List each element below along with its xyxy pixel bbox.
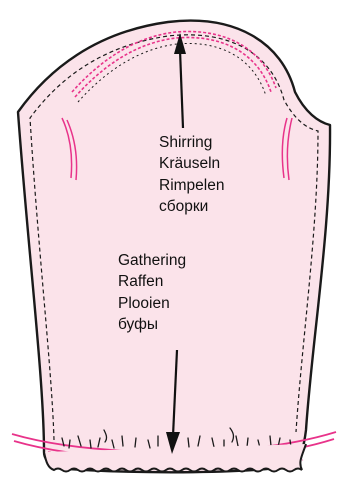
shirring-label: Shirring Kräuseln Rimpelen сборки	[159, 132, 224, 218]
shirring-label-de: Kräuseln	[159, 153, 224, 174]
shirring-label-nl: Rimpelen	[159, 175, 224, 196]
gathering-label-en: Gathering	[118, 250, 186, 271]
gathering-label: Gathering Raffen Plooien буфы	[118, 250, 186, 336]
gathering-label-ru: буфы	[118, 314, 186, 335]
shirring-label-ru: сборки	[159, 196, 224, 217]
gathering-label-nl: Plooien	[118, 293, 186, 314]
gathering-label-de: Raffen	[118, 271, 186, 292]
shirring-label-en: Shirring	[159, 132, 224, 153]
